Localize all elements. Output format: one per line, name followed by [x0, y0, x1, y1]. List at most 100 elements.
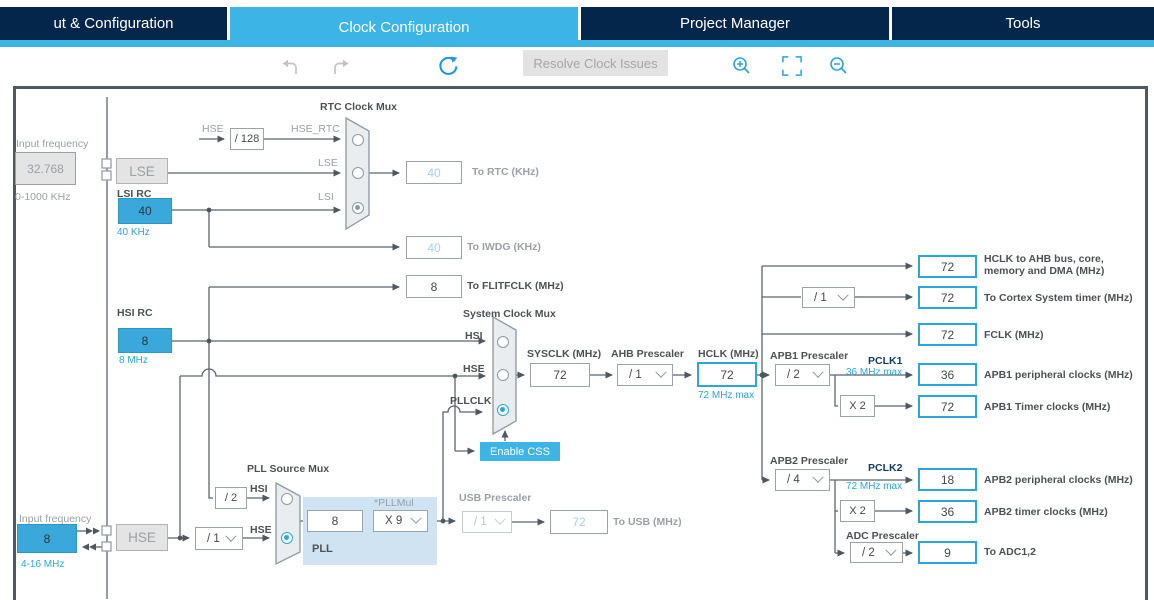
pll-mux-radio-hse[interactable] [281, 532, 293, 544]
to-iwdg-value-box: 40 [406, 236, 462, 259]
sys-mux-input-label-hsi: HSI [465, 330, 483, 342]
hsi-div2-box: / 2 [215, 487, 247, 509]
rtc-mux-radio-hse-rtc[interactable] [352, 134, 364, 146]
pllmul-value: X 9 [385, 515, 403, 527]
sys-mux-input-label-hse: HSE [463, 363, 485, 375]
enable-css-button[interactable]: Enable CSS [480, 442, 560, 461]
adc-prescaler-value: / 2 [862, 546, 875, 559]
to-flitfclk-label: To FLITFCLK (MHz) [467, 280, 564, 292]
apb1-timer-output-box[interactable]: 72 [918, 395, 977, 418]
hse-input-frequency-field[interactable]: 8 [17, 524, 77, 553]
sys-mux-radio-hsi[interactable] [497, 336, 509, 348]
tab-project-manager[interactable]: Project Manager [581, 7, 889, 40]
ahb-prescaler-dropdown[interactable]: / 1 [617, 364, 673, 386]
chevron-down-icon [837, 289, 849, 301]
hse-input-frequency-label: Input frequency [19, 513, 92, 525]
hse-rtc-divider-box: / 128 [230, 128, 264, 150]
hse-osc-box: HSE [116, 524, 168, 551]
lsi-rc-box: 40 [118, 198, 172, 224]
sys-mux-radio-pllclk[interactable] [497, 404, 509, 416]
apb1-periph-output-box[interactable]: 36 [918, 363, 977, 386]
pllmul-label: *PLLMul [374, 497, 414, 509]
hse-div1-dropdown[interactable]: / 1 [195, 527, 243, 550]
rtc-hse-source-label: HSE [202, 123, 224, 135]
zoom-in-icon[interactable] [730, 54, 754, 78]
lse-input-frequency-field: 32.768 [15, 152, 76, 185]
pclk2-label: PCLK2 [868, 462, 903, 474]
pclk1-max-note: 36 MHz max [846, 367, 903, 378]
redo-icon[interactable] [328, 54, 352, 78]
pllmul-dropdown[interactable]: X 9 [373, 510, 428, 532]
hsi-freq-note: 8 MHz [119, 355, 148, 366]
lse-input-frequency-label: Input frequency [16, 138, 89, 150]
pll-mux-input-label-hse: HSE [250, 524, 272, 536]
tab-pinout-configuration[interactable]: ut & Configuration [0, 7, 227, 40]
cortex-timer-output-box[interactable]: 72 [918, 286, 977, 309]
hsi-rc-label: HSI RC [117, 307, 153, 319]
apb1-periph-output-label: APB1 peripheral clocks (MHz) [984, 369, 1133, 381]
apb2-timer-output-box[interactable]: 36 [918, 500, 977, 523]
apb2-prescaler-dropdown[interactable]: / 4 [775, 469, 830, 491]
pclk1-label: PCLK1 [868, 355, 903, 367]
adc-prescaler-label: ADC Prescaler [846, 530, 919, 542]
pll-mux-radio-hsi[interactable] [281, 493, 293, 505]
hclk-value-box[interactable]: 72 [697, 362, 757, 387]
sys-mux-radio-hse[interactable] [497, 369, 509, 381]
sysclk-label: SYSCLK (MHz) [527, 348, 602, 360]
adc-output-label: To ADC1,2 [984, 546, 1036, 558]
apb1-x2-box: X 2 [840, 395, 875, 417]
pclk2-max-note: 72 MHz max [846, 481, 903, 492]
lsi-freq-note: 40 KHz [117, 227, 150, 238]
rtc-mux-input-label-lsi: LSI [318, 191, 334, 203]
hsi-rc-box: 8 [118, 328, 172, 353]
hse-div1-value: / 1 [207, 532, 220, 545]
pll-label: PLL [312, 543, 333, 555]
fclk-output-box[interactable]: 72 [918, 323, 977, 346]
apb2-prescaler-label: APB2 Prescaler [770, 455, 849, 467]
cortex-timer-output-label: To Cortex System timer (MHz) [984, 292, 1133, 304]
tab-clock-configuration[interactable]: Clock Configuration [230, 7, 578, 47]
chevron-down-icon [494, 513, 506, 525]
pll-source-mux-title: PLL Source Mux [247, 463, 330, 475]
refresh-icon[interactable] [436, 54, 460, 78]
sysclk-value-box[interactable]: 72 [530, 363, 590, 387]
usb-output-box: 72 [550, 510, 608, 534]
zoom-out-icon[interactable] [827, 54, 851, 78]
to-iwdg-label: To IWDG (KHz) [467, 241, 541, 253]
usb-prescaler-label: USB Prescaler [459, 492, 532, 504]
fclk-output-label: FCLK (MHz) [984, 329, 1044, 341]
cortex-prescaler-dropdown[interactable]: / 1 [802, 287, 855, 308]
rtc-clock-mux-title: RTC Clock Mux [320, 101, 398, 113]
system-clock-mux-title: System Clock Mux [463, 308, 556, 320]
usb-prescaler-value: / 1 [474, 516, 487, 528]
tab-tools[interactable]: Tools [892, 7, 1154, 40]
fit-screen-icon[interactable] [780, 54, 804, 78]
rtc-mux-input-label-hse-rtc: HSE_RTC [291, 123, 340, 135]
chevron-down-icon [410, 512, 422, 524]
apb2-periph-output-label: APB2 peripheral clocks (MHz) [984, 474, 1133, 486]
hclk-ahb-output-label-line1: HCLK to AHB bus, core, [984, 253, 1104, 265]
usb-output-label: To USB (MHz) [613, 516, 682, 528]
chevron-down-icon [812, 471, 824, 483]
hclk-ahb-output-box[interactable]: 72 [918, 255, 977, 278]
to-rtc-label: To RTC (KHz) [472, 166, 539, 178]
chevron-down-icon [225, 530, 237, 542]
to-rtc-value-box: 40 [406, 161, 462, 184]
apb2-timer-output-label: APB2 timer clocks (MHz) [984, 506, 1108, 518]
hclk-max-note: 72 MHz max [698, 390, 755, 401]
rtc-mux-radio-lsi[interactable] [352, 202, 364, 214]
rtc-mux-radio-lse[interactable] [352, 167, 364, 179]
adc-prescaler-dropdown[interactable]: / 2 [850, 542, 903, 563]
apb1-timer-output-label: APB1 Timer clocks (MHz) [984, 401, 1111, 413]
hclk-label: HCLK (MHz) [698, 348, 759, 360]
apb2-periph-output-box[interactable]: 18 [918, 468, 977, 491]
apb1-prescaler-dropdown[interactable]: / 2 [775, 364, 830, 386]
rtc-mux-input-label-lse: LSE [318, 157, 338, 169]
undo-icon[interactable] [278, 54, 302, 78]
ahb-prescaler-label: AHB Prescaler [611, 348, 684, 360]
adc-output-box[interactable]: 9 [918, 541, 977, 564]
resolve-clock-issues-button[interactable]: Resolve Clock Issues [523, 50, 668, 76]
hclk-ahb-output-label-line2: memory and DMA (MHz) [984, 265, 1105, 277]
chevron-down-icon [812, 366, 824, 378]
